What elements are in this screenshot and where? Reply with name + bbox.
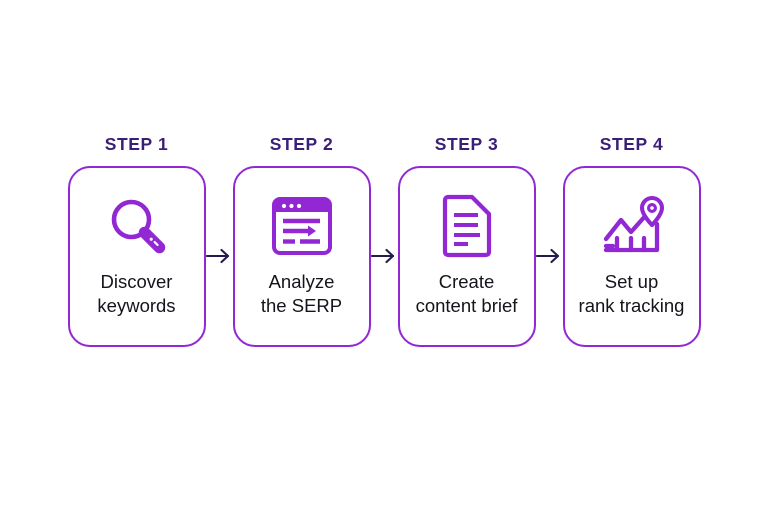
step-text-4: Set up rank tracking <box>576 270 688 319</box>
step-card-1[interactable]: Discover keywords <box>67 165 206 347</box>
magnifying-glass-icon <box>101 190 173 262</box>
step-card-3[interactable]: Create content brief <box>397 165 536 347</box>
step-group-4: STEP 4 <box>562 134 701 347</box>
step-text-3-line1: Create <box>438 270 495 292</box>
step-text-1-line2: keywords <box>97 294 176 316</box>
connector-2 <box>370 166 398 347</box>
step-group-2: STEP 2 <box>232 134 371 347</box>
step-text-4-line2: rank tracking <box>578 294 685 316</box>
step-group-3: STEP 3 Create content brief <box>397 134 536 347</box>
step-text-1: Discover keywords <box>94 270 178 319</box>
step-text-4-line1: Set up <box>604 270 659 292</box>
step-flow-row: STEP 1 Discover keywords <box>0 134 768 347</box>
connector-1 <box>205 166 233 347</box>
arrow-right-icon <box>535 248 559 264</box>
step-text-1-line1: Discover <box>100 270 173 292</box>
step-group-1: STEP 1 Discover keywords <box>67 134 206 347</box>
step-text-2-line1: Analyze <box>268 270 335 292</box>
step-label-1: STEP 1 <box>104 134 169 154</box>
chart-pin-icon <box>596 190 668 262</box>
step-text-3-line2: content brief <box>415 294 518 316</box>
step-label-3: STEP 3 <box>434 134 499 154</box>
step-text-3: Create content brief <box>413 270 521 319</box>
step-card-2[interactable]: Analyze the SERP <box>232 165 371 347</box>
connector-3 <box>535 166 563 347</box>
browser-window-icon <box>266 190 338 262</box>
arrow-right-icon <box>205 248 229 264</box>
document-lines-icon <box>431 190 503 262</box>
arrow-right-icon <box>370 248 394 264</box>
step-text-2: Analyze the SERP <box>258 270 345 319</box>
step-card-4[interactable]: Set up rank tracking <box>562 165 701 347</box>
step-label-2: STEP 2 <box>269 134 334 154</box>
step-label-4: STEP 4 <box>599 134 664 154</box>
step-text-2-line2: the SERP <box>260 294 343 316</box>
